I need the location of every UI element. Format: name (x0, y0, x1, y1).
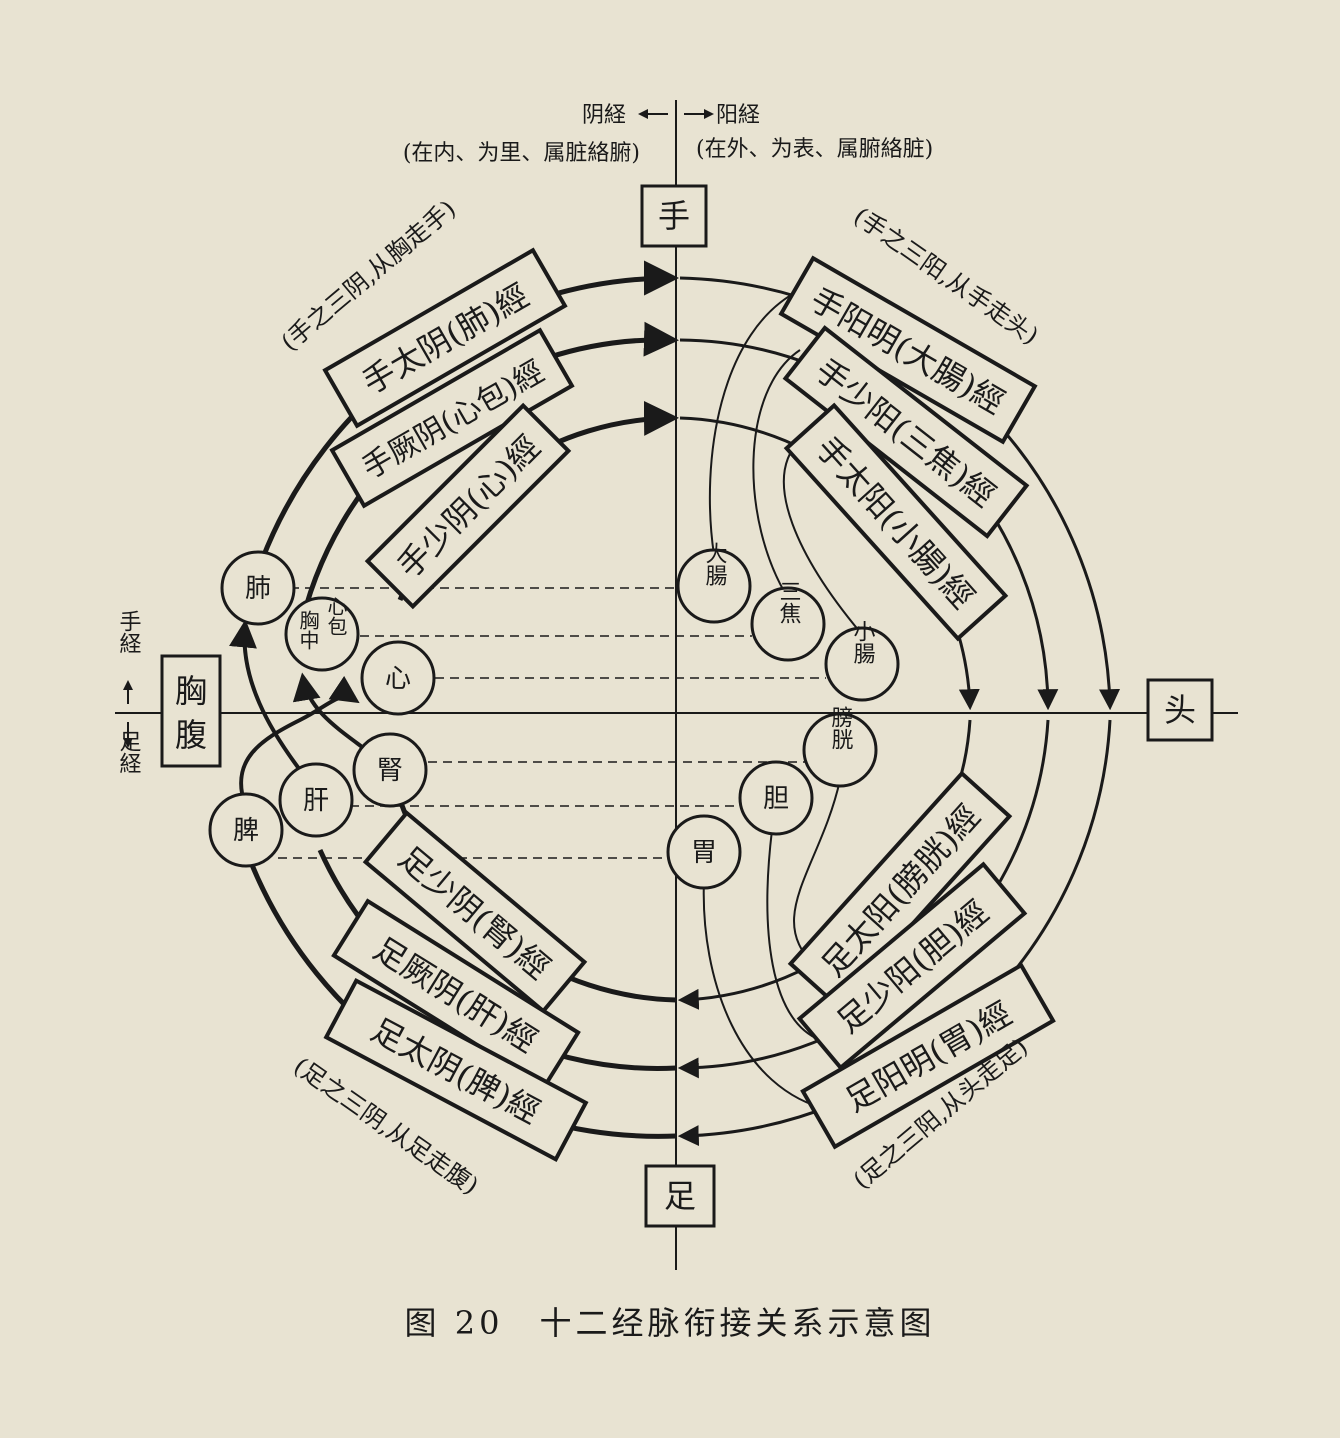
node-boxes (160, 184, 1214, 1228)
organ-bladder: 膀胱 (828, 706, 854, 750)
organ-circles (208, 548, 900, 890)
organ-liver: 肝 (303, 786, 329, 816)
figure-caption: 图 20 十二经脉衔接关系示意图 (404, 1304, 936, 1342)
organ-spleen: 脾 (233, 816, 259, 846)
organ-lung: 肺 (245, 574, 271, 604)
pairing-lines (278, 587, 826, 859)
node-chest: 胸 (175, 672, 207, 710)
node-head: 头 (1164, 691, 1196, 729)
organ-sanjiao: 三焦 (776, 580, 802, 624)
organ-kidney: 腎 (377, 756, 403, 786)
organ-small-intestine: 小腸 (850, 620, 876, 664)
meridian-boxes: 手太阴(肺)經 手厥阴(心包)經 手少阴(心)經 手阳明(大腸)經 手少阳(三焦… (322, 247, 1056, 1162)
organ-gallbladder: 胆 (763, 784, 789, 814)
organ-links (702, 289, 861, 1111)
label-yin-jing: 阴経 (582, 103, 626, 128)
node-hand: 手 (658, 197, 690, 235)
label-hand-jing: 手経 (116, 610, 142, 654)
note-yang: (在外、为表、属腑絡脏) (696, 137, 933, 162)
organ-heart: 心 (385, 664, 411, 694)
organ-large-intestine: 大腸 (702, 542, 728, 586)
organ-pericardium: 心包 (324, 596, 348, 636)
organ-labels: 肺 胸中 心包 心 腎 肝 脾 大腸 三焦 小腸 膀胱 胆 胃 (233, 542, 876, 868)
organ-chest-center: 胸中 (296, 610, 320, 650)
label-yang-jing: 阳経 (716, 103, 760, 128)
node-foot: 足 (664, 1177, 696, 1215)
node-abdomen: 腹 (175, 716, 207, 754)
organ-stomach: 胃 (691, 838, 717, 868)
note-yin: (在内、为里、属脏絡腑) (403, 141, 640, 166)
